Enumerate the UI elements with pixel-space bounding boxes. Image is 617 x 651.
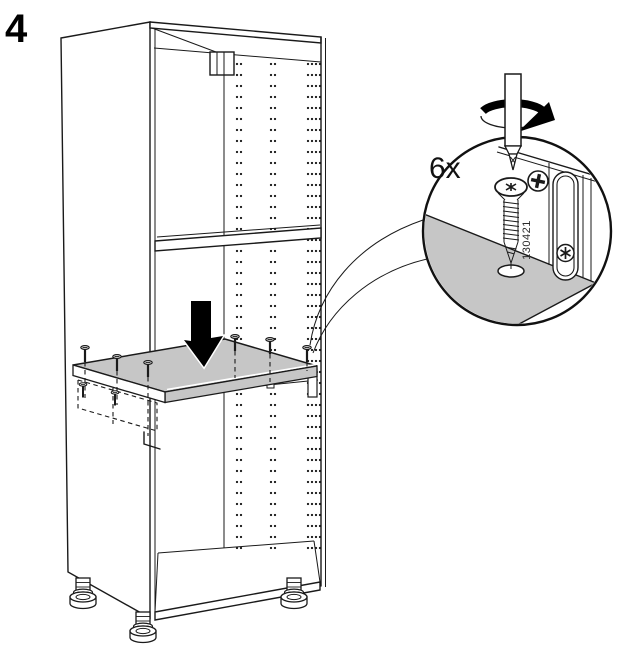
shelf-pin-holes <box>235 62 322 550</box>
adjustable-leg <box>129 611 157 644</box>
bottom-panel <box>154 540 321 621</box>
screw-icon <box>494 177 528 269</box>
adjustable-leg <box>280 577 308 610</box>
corner-bracket <box>143 431 161 450</box>
rotation-arrow-head <box>518 102 555 132</box>
top-rail <box>149 21 322 44</box>
fixed-shelf <box>154 224 322 252</box>
cabinet-frame <box>60 21 326 644</box>
down-arrow-icon <box>180 299 226 370</box>
screwdriver-icon <box>480 73 555 171</box>
slot-screw-head <box>556 243 575 263</box>
inserted-shelf <box>72 338 318 404</box>
screw-icon <box>301 344 313 364</box>
screw-head-top-view <box>527 170 549 192</box>
side-panel-detail <box>496 146 610 281</box>
quantity-label: 6x <box>429 152 461 185</box>
step-number: 4 <box>5 7 28 51</box>
part-number-label: 130421 <box>521 220 533 260</box>
left-side-panel <box>60 21 151 620</box>
top-bracket <box>209 51 235 76</box>
detail-callout-circle: 130421 <box>421 135 613 327</box>
shelf-screws <box>79 333 313 436</box>
callout-leader-lines <box>309 219 428 354</box>
